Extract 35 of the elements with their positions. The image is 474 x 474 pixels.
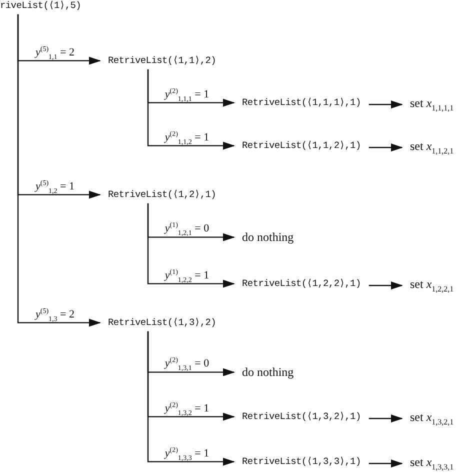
edge-label: y$^{(2)}$$_{1,1,1}$ = 1 xyxy=(164,87,210,102)
edge-label: y$^{(5)}$$_{1,2}$ = 1 xyxy=(34,179,76,194)
function-call: RetriveList(⟨1,2⟩,1) xyxy=(108,189,216,200)
edge-label: y$^{(2)}$$_{1,1,2}$ = 1 xyxy=(164,130,210,145)
action-text: set x$_{1,1,1,1}$ xyxy=(410,96,454,113)
action-text: set x$_{1,2,2,1}$ xyxy=(410,277,454,294)
function-call: RetriveList(⟨1,1,1⟩,1) xyxy=(242,97,361,108)
arrow xyxy=(17,14,101,327)
function-call: RetriveList(⟨1,3,2⟩,1) xyxy=(242,411,361,422)
arrow xyxy=(368,100,403,108)
edge-label: y$^{(5)}$$_{1,3}$ = 2 xyxy=(34,307,76,322)
arrow xyxy=(368,282,403,290)
function-call: RetriveList(⟨1,1⟩,2) xyxy=(108,55,216,66)
arrow xyxy=(147,331,235,466)
edge-label: y$^{(2)}$$_{1,3,2}$ = 1 xyxy=(164,401,210,416)
arrow xyxy=(368,144,403,152)
action-text: do nothing xyxy=(242,230,294,244)
arrow xyxy=(147,203,235,288)
function-call: riveList(⟨1⟩,5) xyxy=(0,0,82,12)
edge-label: y$^{(2)}$$_{1,3,1}$ = 0 xyxy=(164,356,210,372)
function-call: RetriveList(⟨1,3⟩,2) xyxy=(108,317,216,328)
action-text: do nothing xyxy=(242,365,294,380)
edge-label: y$^{(1)}$$_{1,2,1}$ = 0 xyxy=(164,222,210,236)
edge-label: y$^{(1)}$$_{1,2,2}$ = 1 xyxy=(164,268,210,283)
function-call: RetriveList(⟨1,1,2⟩,1) xyxy=(242,140,361,152)
function-call: RetriveList(⟨1,2,2⟩,1) xyxy=(242,278,361,290)
arrow xyxy=(368,414,403,422)
arrow xyxy=(147,69,235,150)
edge-label: y$^{(5)}$$_{1,1}$ = 2 xyxy=(34,45,76,60)
action-text: set x$_{1,1,2,1}$ xyxy=(410,139,454,156)
action-text: set x$_{1,3,3,1}$ xyxy=(410,455,454,472)
arrow xyxy=(368,460,403,468)
function-call: RetriveList(⟨1,3,3⟩,1) xyxy=(242,456,361,468)
action-text: set x$_{1,3,2,1}$ xyxy=(410,410,454,427)
edge-label: y$^{(2)}$$_{1,3,3}$ = 1 xyxy=(164,446,210,461)
